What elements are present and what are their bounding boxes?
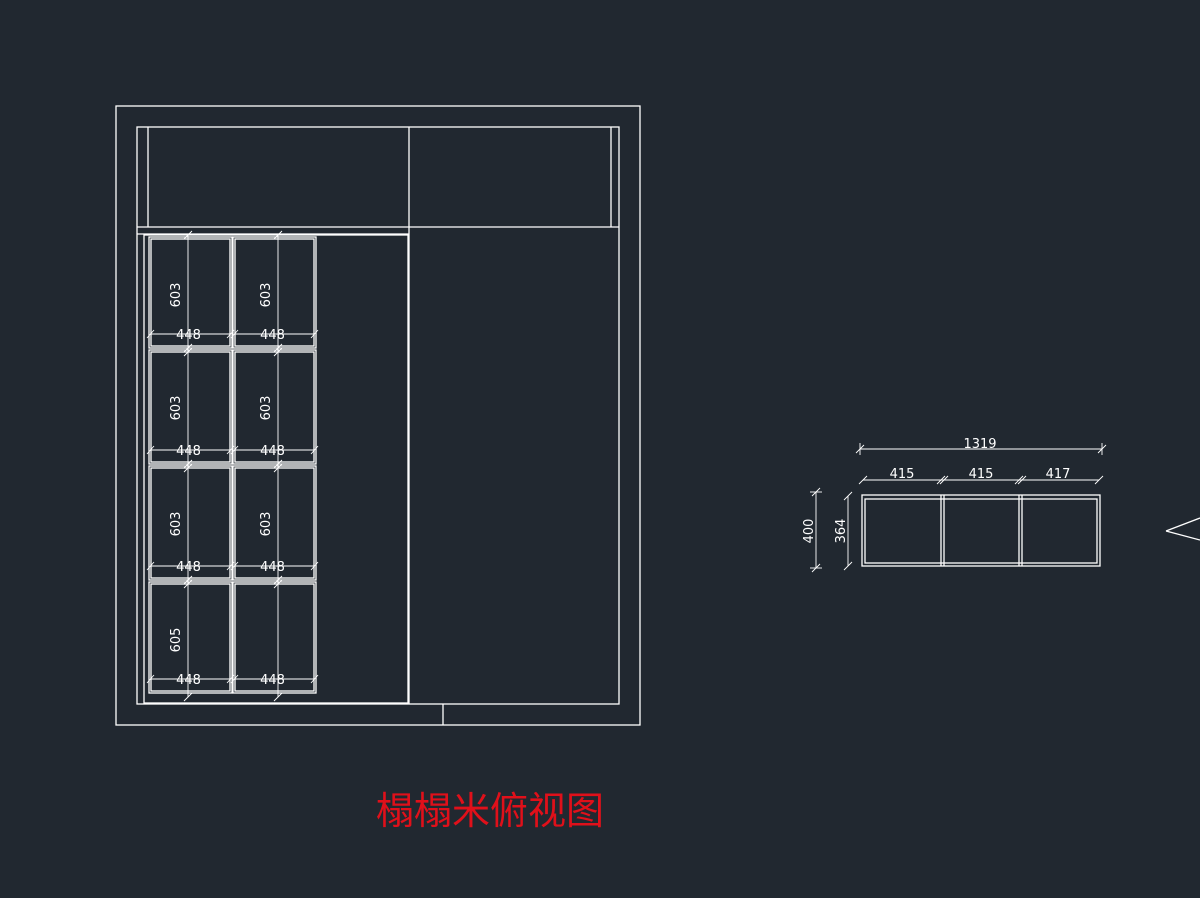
segment-3-label: 417: [1046, 467, 1071, 482]
cell-height-label: 603: [169, 283, 184, 308]
inner-height-label: 364: [834, 519, 849, 544]
cell-width-label: 448: [260, 444, 285, 459]
storage-cell: [232, 581, 317, 694]
tick: [1014, 475, 1024, 485]
tick: [858, 475, 868, 485]
tick: [843, 491, 853, 501]
tick: [310, 674, 319, 684]
side-view: 1319 415 415 417 400 364: [802, 437, 1107, 573]
outer-height-label: 400: [802, 519, 817, 544]
tick: [183, 692, 193, 702]
tick: [310, 329, 319, 339]
cell-width-label: 448: [260, 328, 285, 343]
cell-width-label: 448: [260, 560, 285, 575]
room-outline: [136, 126, 620, 705]
tick: [226, 329, 235, 339]
tick: [273, 343, 283, 353]
tatami-plan: 448 603 448 603 448 603 448 603 448 603 448 603 448 6…: [115, 105, 641, 726]
tick: [273, 692, 283, 702]
storage-cell: [232, 236, 317, 349]
cell-dimensions: 448 603 448 603 448 603 448 603 448 603 448 603 448 6…: [146, 230, 319, 702]
cell-width-label: 448: [176, 444, 201, 459]
side-inner: [864, 498, 1098, 564]
tick: [226, 445, 235, 455]
tick: [230, 561, 239, 571]
tick: [183, 459, 193, 469]
tick: [146, 674, 155, 684]
arrow-lower: [1165, 530, 1200, 541]
tick: [230, 329, 239, 339]
tick: [310, 561, 319, 571]
tick: [230, 674, 239, 684]
storage-cell: [232, 349, 317, 465]
tick: [273, 459, 283, 469]
side-outer: [861, 494, 1101, 567]
storage-cell: [148, 236, 233, 349]
tick: [226, 674, 235, 684]
segment-2-label: 415: [969, 467, 994, 482]
tick: [936, 475, 946, 485]
storage-cell: [232, 465, 317, 581]
overall-width-label: 1319: [963, 437, 996, 452]
storage-cell-inner: [150, 583, 231, 692]
segment-1-label: 415: [890, 467, 915, 482]
drawing-title: 榻榻米俯视图: [375, 789, 604, 833]
tick: [226, 561, 235, 571]
tick: [273, 230, 283, 240]
cell-height-label: 603: [259, 283, 274, 308]
tick: [1094, 475, 1104, 485]
cell-width-label: 448: [260, 673, 285, 688]
cell-width-label: 448: [176, 560, 201, 575]
tick: [146, 329, 155, 339]
cell-height-label: 603: [259, 396, 274, 421]
cell-height-label: 603: [169, 396, 184, 421]
cell-height-label: 603: [169, 512, 184, 537]
arrow-upper: [1165, 517, 1200, 532]
cell-height-label: 605: [169, 628, 184, 653]
tick: [183, 230, 193, 240]
cell-width-label: 448: [176, 673, 201, 688]
tick: [843, 561, 853, 571]
tick: [146, 445, 155, 455]
tick: [183, 343, 193, 353]
tick: [939, 475, 949, 485]
cell-height-label: 603: [259, 512, 274, 537]
tick: [1017, 475, 1027, 485]
tatami-platform: [143, 234, 409, 704]
tick: [146, 561, 155, 571]
cell-width-label: 448: [176, 328, 201, 343]
tick: [183, 575, 193, 585]
tick: [273, 575, 283, 585]
tick: [230, 445, 239, 455]
view-arrow-marker: [1165, 517, 1200, 541]
outer-boundary: [115, 105, 641, 726]
tick: [310, 445, 319, 455]
